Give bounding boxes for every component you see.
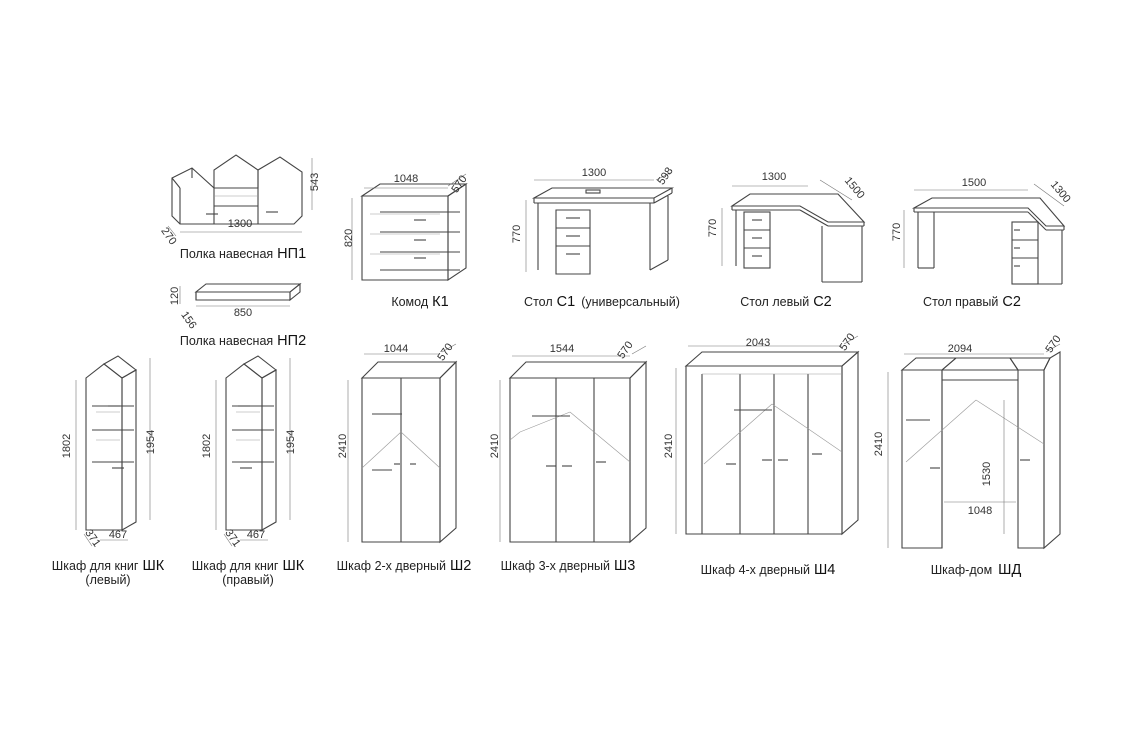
dresser-k1-drawing (351, 173, 468, 282)
wardrobe-sh4-drawing (675, 335, 860, 536)
wardrobe-sh3-drawing (499, 345, 648, 544)
c1-depth: 598 (655, 165, 675, 187)
shk-l-width: 467 (109, 529, 127, 541)
c2l-width: 1300 (762, 171, 786, 183)
k1-height: 820 (343, 229, 355, 247)
desk-c2-right-drawing (903, 183, 1066, 285)
c2l-height: 770 (707, 219, 719, 237)
shd-height: 2410 (873, 432, 885, 456)
bookcase-left-drawing (75, 355, 151, 547)
desk-c1-drawing (525, 171, 675, 275)
c2l-depth: 1500 (842, 175, 867, 201)
shk-r-height-top: 1954 (285, 430, 297, 454)
shk-r-height-side: 1802 (201, 434, 213, 458)
shk-r-width: 467 (247, 529, 265, 541)
np2-width: 850 (234, 307, 252, 319)
bookcase-right-drawing (215, 355, 291, 547)
sh3-height: 2410 (489, 434, 501, 458)
shd-inner-height: 1530 (981, 462, 993, 486)
c1-width: 1300 (582, 167, 606, 179)
desk-c2-left-drawing (721, 179, 866, 283)
c2r-height: 770 (891, 223, 903, 241)
sh4-width: 2043 (746, 337, 770, 349)
np1-height: 543 (309, 173, 321, 191)
np1-depth: 270 (158, 225, 178, 247)
sh3-depth: 570 (615, 339, 635, 361)
shk-l-height-side: 1802 (61, 434, 73, 458)
np2-height: 120 (169, 287, 181, 305)
sh2-height: 2410 (337, 434, 349, 458)
shelf-np2-drawing (179, 282, 302, 307)
k1-depth: 570 (449, 173, 469, 195)
sh3-width: 1544 (550, 343, 574, 355)
c2r-depth: 1300 (1048, 179, 1073, 205)
wardrobe-sh2-drawing (347, 343, 458, 544)
sh4-depth: 570 (837, 331, 857, 353)
sh4-height: 2410 (663, 434, 675, 458)
shd-width: 2094 (948, 343, 972, 355)
shk-l-sub: (левый) (85, 573, 130, 587)
shd-inner-width: 1048 (968, 505, 992, 517)
shk-l-depth: 371 (82, 527, 102, 549)
wardrobe-house-shd-drawing (887, 343, 1061, 550)
c2r-width: 1500 (962, 177, 986, 189)
np1-width: 1300 (228, 218, 252, 230)
shk-r-depth: 371 (222, 527, 242, 549)
np2-depth: 156 (178, 309, 198, 331)
shk-l-height-top: 1954 (145, 430, 157, 454)
k1-width: 1048 (394, 173, 418, 185)
c1-height: 770 (511, 225, 523, 243)
sh2-depth: 570 (435, 341, 455, 363)
shk-r-sub: (правый) (222, 573, 274, 587)
sh2-width: 1044 (384, 343, 408, 355)
shelf-np1-drawing (167, 154, 313, 237)
